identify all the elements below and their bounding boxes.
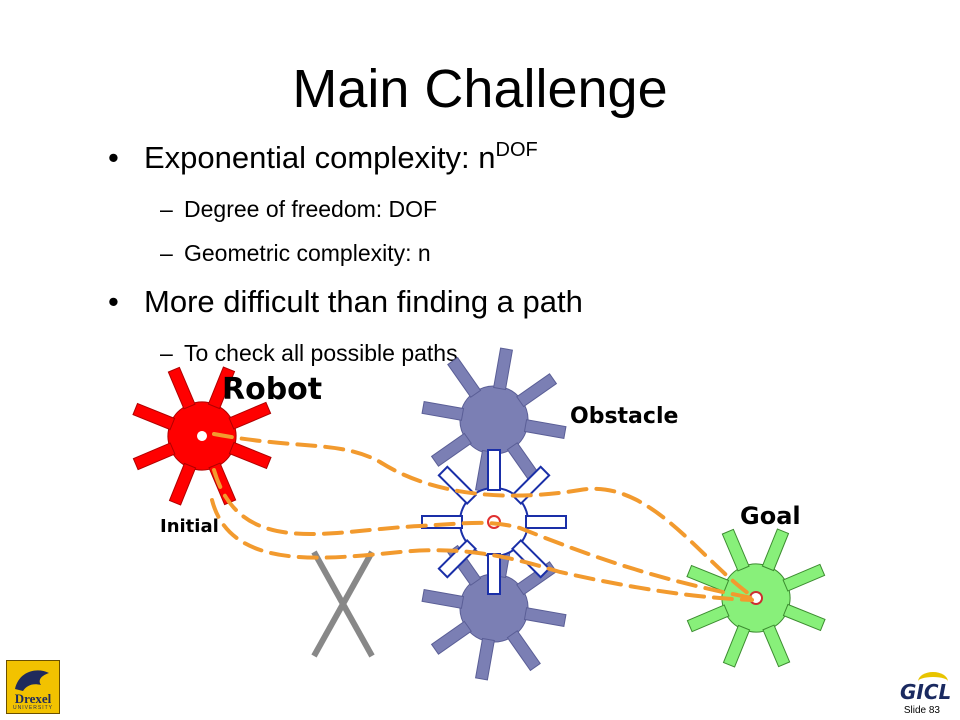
- candidate-paths: [210, 432, 754, 602]
- bullet-marker: •: [108, 140, 119, 175]
- drexel-logo-text: Drexel: [14, 691, 52, 706]
- slide-title: Main Challenge: [292, 59, 668, 119]
- sub-bullet-marker: –: [160, 196, 173, 222]
- drexel-logo: Drexel UNIVERSITY: [6, 660, 60, 714]
- bullet-superscript: DOF: [495, 139, 538, 161]
- goal-label: Goal: [740, 502, 801, 530]
- sub-bullet-text: Geometric complexity: n: [184, 240, 431, 266]
- robot: [107, 341, 297, 531]
- goal: [661, 503, 851, 693]
- bullet-marker: •: [108, 284, 119, 319]
- path-middle: [212, 468, 754, 600]
- bullet-text: Exponential complexity: n: [144, 140, 496, 175]
- robot-label: Robot: [222, 372, 323, 407]
- drexel-logo-subtext: UNIVERSITY: [12, 705, 53, 711]
- sub-bullet-marker: –: [160, 340, 173, 366]
- candidate-configuration: [421, 449, 567, 595]
- bullet-text: More difficult than finding a path: [144, 284, 583, 319]
- gicl-logo: GICL: [896, 672, 952, 706]
- path-upper: [212, 432, 754, 598]
- path-lower: [210, 498, 754, 602]
- sub-bullet-text: To check all possible paths: [184, 340, 458, 366]
- obstacle-label: Obstacle: [570, 404, 679, 429]
- slide-number: Slide 83: [903, 705, 940, 716]
- gicl-logo-text: GICL: [900, 680, 952, 704]
- gicl-swoosh: [918, 672, 948, 691]
- dragon-icon: [15, 670, 49, 691]
- initial-label: Initial: [160, 516, 219, 537]
- sub-bullet-marker: –: [160, 240, 173, 266]
- sub-bullet-text: Degree of freedom: DOF: [184, 196, 438, 222]
- blocked-path-mark: [311, 550, 375, 658]
